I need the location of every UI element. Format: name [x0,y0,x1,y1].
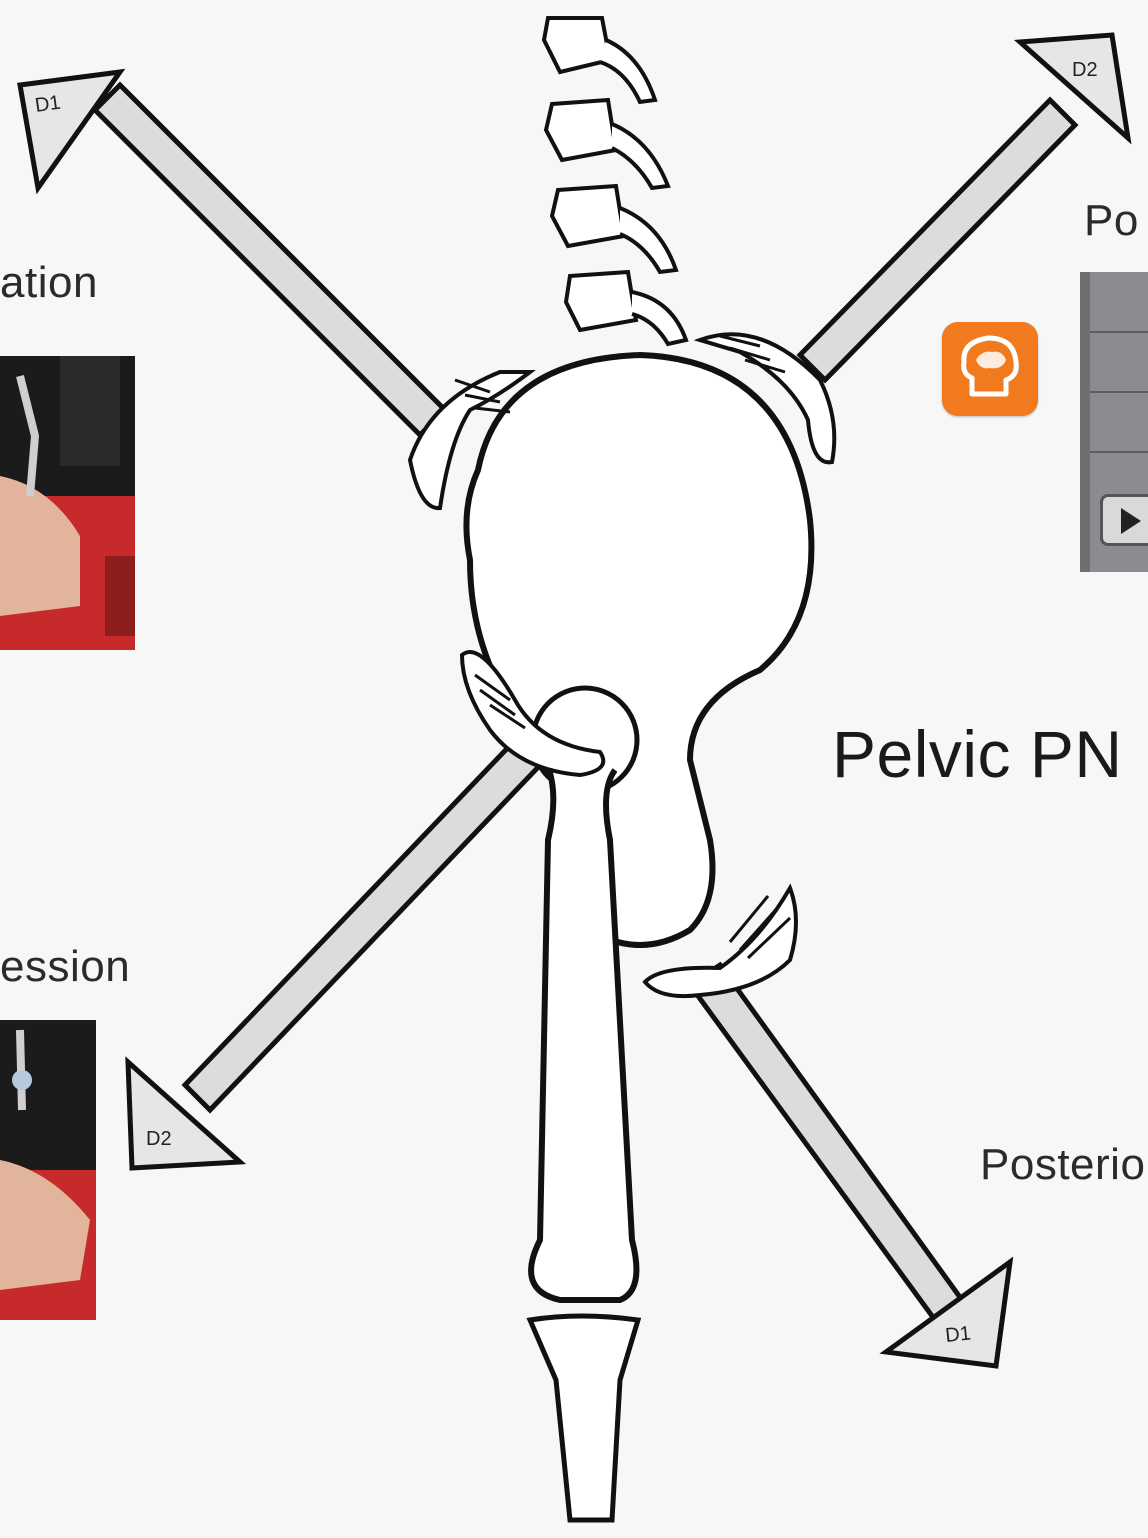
arrow-tag-upper-right: D2 [1072,59,1098,81]
label-top-right: Po [1084,196,1139,246]
pelvis [466,355,811,945]
arrow-lower-left [128,735,545,1168]
arrow-tag-lower-right: D1 [944,1322,972,1347]
arrow-upper-right [800,35,1128,380]
arrow-tag-upper-left: D1 [34,92,62,117]
label-bottom-right: Posterio [980,1140,1145,1190]
title-pelvic-pnf: Pelvic PN [832,716,1123,792]
label-top-left: ation [0,258,98,308]
arrow-lower-right [690,965,1010,1366]
tibia [530,1316,638,1520]
arrow-tag-lower-left: D2 [146,1128,172,1150]
label-bottom-left: ession [0,942,130,992]
arrow-upper-left [20,72,445,435]
vertebrae [544,18,686,344]
